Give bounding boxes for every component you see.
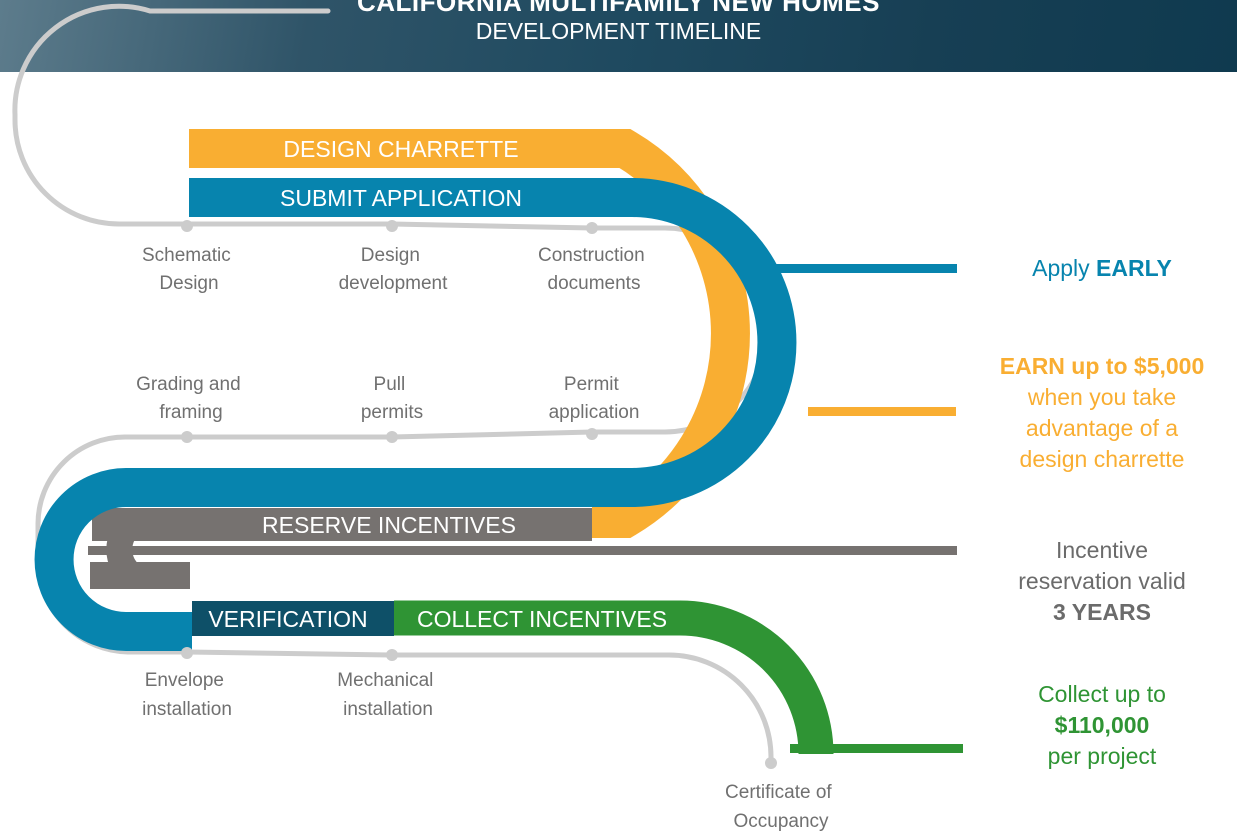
earn-emphasis: EARN up to $5,000	[999, 353, 1205, 379]
collect-line: per project	[1047, 743, 1157, 769]
reserve-line: reservation valid	[1018, 568, 1186, 594]
design-charrette-label: DESIGN CHARRETTE	[283, 136, 518, 162]
milestone-mechanical-installation: Mechanical installation	[337, 670, 438, 720]
collect-connector	[790, 744, 963, 753]
timeline-track	[12, 3, 774, 765]
earn-line: design charrette	[1019, 446, 1185, 472]
earn-line: advantage of a	[1025, 415, 1179, 441]
milestone-construction-documents: Construction documents	[538, 245, 650, 294]
verification-band	[192, 601, 394, 636]
collect-incentives-band	[394, 600, 834, 755]
milestone-permit-application: Permit application	[549, 374, 640, 423]
milestone-dot	[181, 431, 193, 443]
milestone-dot	[386, 220, 398, 232]
page-subtitle: DEVELOPMENT TIMELINE	[475, 18, 762, 44]
apply-emphasis: EARLY	[1096, 255, 1172, 281]
milestone-envelope-installation: Envelope installation	[142, 670, 232, 720]
apply-connector	[755, 264, 957, 273]
reserve-incentives-label-bar	[92, 508, 592, 541]
milestone-design-development: Design development	[339, 245, 449, 294]
milestone-dot	[586, 222, 598, 234]
collect-incentives-label: COLLECT INCENTIVES	[417, 606, 667, 632]
milestone-certificate-occupancy: Certificate of Occupancy	[725, 782, 837, 832]
milestone-dot	[386, 649, 398, 661]
milestone-dot	[765, 757, 777, 769]
reserve-incentives-line	[88, 546, 957, 555]
milestone-dot	[586, 428, 598, 440]
reserve-incentives-stub	[90, 562, 190, 589]
reserve-line: Incentive	[1055, 537, 1149, 563]
collect-emphasis: $110,000	[1054, 712, 1150, 738]
milestone-grading-framing: Grading and framing	[136, 374, 246, 423]
reserve-incentives-label: RESERVE INCENTIVES	[262, 512, 516, 538]
milestone-schematic-design: Schematic Design	[142, 245, 236, 294]
milestone-pull-permits: Pull permits	[361, 374, 423, 423]
note-apply-early: Apply EARLY	[967, 253, 1237, 284]
note-collect: Collect up to $110,000 per project	[967, 679, 1237, 772]
note-reservation-valid: Incentive reservation valid 3 YEARS	[967, 535, 1237, 628]
verification-label: VERIFICATION	[208, 606, 367, 632]
milestone-dot	[181, 647, 193, 659]
submit-application-label: SUBMIT APPLICATION	[280, 185, 522, 211]
apply-prefix: Apply	[1032, 255, 1097, 281]
milestone-dot	[181, 220, 193, 232]
milestone-dots	[181, 220, 777, 769]
milestone-dot	[386, 431, 398, 443]
earn-line: when you take	[1027, 384, 1177, 410]
note-earn-charrette: EARN up to $5,000 when you take advantag…	[967, 351, 1237, 475]
collect-line: Collect up to	[1038, 681, 1166, 707]
earn-connector	[808, 407, 956, 416]
page-title: CALIFORNIA MULTIFAMILY NEW HOMES	[357, 0, 880, 17]
reserve-emphasis: 3 YEARS	[1052, 599, 1151, 625]
submit-application-band	[34, 178, 797, 651]
